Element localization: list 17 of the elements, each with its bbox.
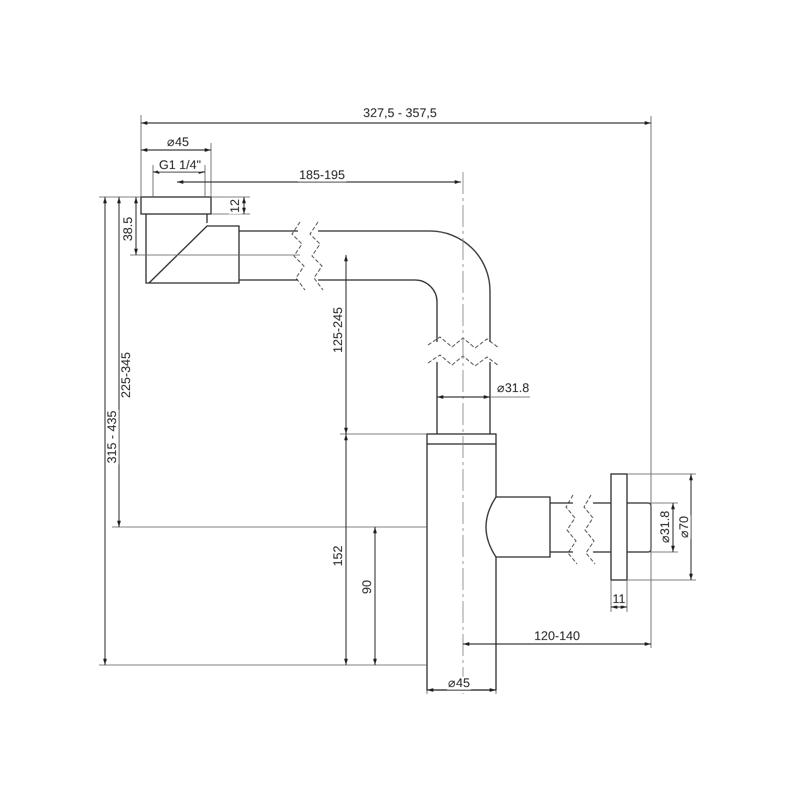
dimension-label: 38.5 xyxy=(122,216,134,242)
dimension-label: 11 xyxy=(612,592,626,606)
dimension-label: ⌀31.8 xyxy=(658,510,672,544)
dimension-label: 327,5 - 357,5 xyxy=(362,106,438,120)
dimension-label: 125-245 xyxy=(332,306,344,354)
dimension-label: 120-140 xyxy=(533,630,581,642)
dimension-label: 225-345 xyxy=(120,351,132,399)
dimension-label: ⌀45 xyxy=(447,676,471,690)
dimension-label: 152 xyxy=(332,544,344,568)
dimension-label: ⌀31.8 xyxy=(496,382,530,394)
dimension-label: ⌀70 xyxy=(678,515,690,539)
dimension-label: G1 1/4" xyxy=(158,158,202,172)
dimension-label: 12 xyxy=(228,198,242,214)
dimension-label: 185-195 xyxy=(298,168,346,182)
dimension-label: ⌀45 xyxy=(166,136,190,148)
dimension-label: 90 xyxy=(360,579,374,595)
dimension-label: 315 - 435 xyxy=(106,410,118,464)
